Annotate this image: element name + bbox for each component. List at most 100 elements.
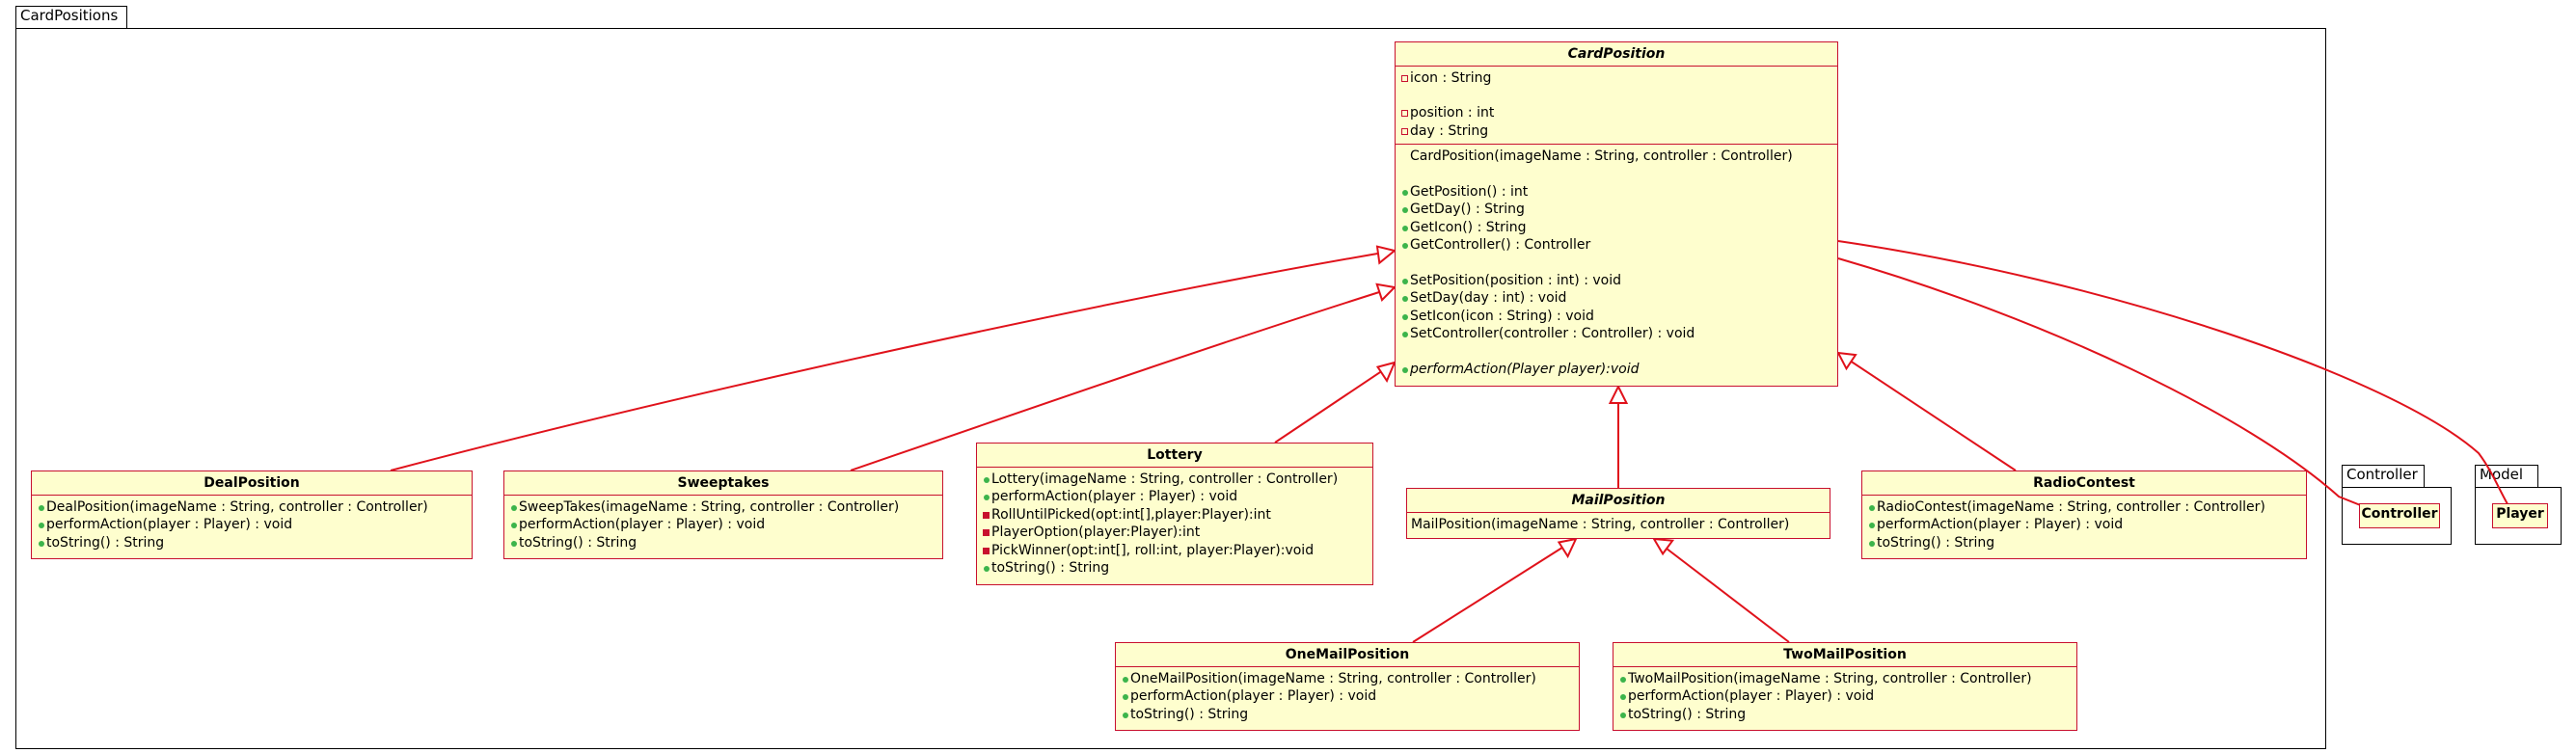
method-row: SetIcon(icon : String) : void — [1399, 308, 1833, 326]
public-method-icon — [510, 540, 517, 547]
class-sweeptakes[interactable]: Sweeptakes SweepTakes(imageName : String… — [503, 471, 943, 559]
method-text: GetController() : Controller — [1410, 237, 1591, 253]
public-method-icon — [1868, 504, 1875, 511]
method-text: toString() : String — [1628, 706, 1747, 722]
method-row: SetDay(day : int) : void — [1399, 289, 1833, 308]
method-row: toString() : String — [1617, 706, 2073, 724]
private-method-icon — [983, 511, 990, 519]
public-method-icon — [38, 523, 44, 528]
method-text: SetPosition(position : int) : void — [1410, 272, 1621, 288]
generalization-arrowhead-radiocontest — [1836, 351, 1857, 371]
method-row: performAction(player : Player) : void — [1120, 687, 1575, 706]
method-row: performAction(player : Player) : void — [981, 488, 1369, 506]
method-text: PlayerOption(player:Player):int — [991, 524, 1201, 540]
methods-twomailposition: TwoMailPosition(imageName : String, cont… — [1613, 667, 2076, 728]
public-method-icon — [1619, 676, 1626, 683]
edge-dealposition-cardposition — [390, 250, 1396, 471]
public-method-icon — [510, 523, 517, 528]
class-player[interactable]: Player — [2492, 503, 2548, 528]
private-method-icon — [983, 529, 990, 536]
class-onemailposition[interactable]: OneMailPosition OneMailPosition(imageNam… — [1115, 642, 1580, 731]
public-method-icon — [1122, 694, 1128, 700]
class-twomailposition[interactable]: TwoMailPosition TwoMailPosition(imageNam… — [1613, 642, 2077, 731]
method-row: GetIcon() : String — [1399, 219, 1833, 237]
field-text: icon : String — [1410, 69, 1492, 86]
method-text: toString() : String — [1130, 706, 1249, 722]
method-row: performAction(player : Player) : void — [1617, 687, 2073, 706]
method-row: GetController() : Controller — [1399, 236, 1833, 255]
methods-mailposition: MailPosition(imageName : String, control… — [1407, 513, 1830, 538]
method-text: performAction(player : Player) : void — [519, 517, 766, 532]
method-text: GetDay() : String — [1410, 202, 1525, 217]
class-cardposition[interactable]: CardPosition icon : String position : in… — [1395, 41, 1838, 387]
public-method-icon — [983, 476, 990, 483]
method-row: MailPosition(imageName : String, control… — [1411, 516, 1826, 534]
method-row: SetPosition(position : int) : void — [1399, 272, 1833, 290]
public-method-icon — [1401, 225, 1408, 231]
class-radiocontest[interactable]: RadioContest RadioContest(imageName : St… — [1861, 471, 2307, 559]
edge-cardposition-controller — [1837, 257, 2388, 517]
field-row: day : String — [1399, 122, 1833, 141]
methods-sweeptakes: SweepTakes(imageName : String, controlle… — [504, 496, 942, 556]
public-method-icon — [1868, 540, 1875, 547]
constructor-text: CardPosition(imageName : String, control… — [1410, 148, 1793, 164]
class-controller[interactable]: Controller — [2359, 503, 2440, 528]
method-row: performAction(Player player):void — [1399, 361, 1833, 379]
method-text: SetIcon(icon : String) : void — [1410, 308, 1594, 324]
public-method-icon — [1619, 694, 1626, 700]
class-name-cardposition: CardPosition — [1396, 42, 1837, 67]
abstract-method-text: performAction(Player player):void — [1410, 361, 1640, 377]
method-text: performAction(player : Player) : void — [1130, 688, 1377, 704]
method-row: PlayerOption(player:Player):int — [981, 524, 1369, 542]
method-text: Lottery(imageName : String, controller :… — [991, 471, 1339, 487]
class-name-twomailposition: TwoMailPosition — [1613, 643, 2076, 667]
package-label-cardpositions: CardPositions — [20, 7, 119, 24]
generalization-arrowhead-twomailposition — [1652, 537, 1675, 556]
method-text: PickWinner(opt:int[], roll:int, player:P… — [991, 542, 1315, 558]
method-row: toString() : String — [508, 534, 938, 552]
public-method-icon — [1401, 278, 1408, 284]
class-name-onemailposition: OneMailPosition — [1116, 643, 1579, 667]
method-text: RollUntilPicked(opt:int[],player:Player)… — [991, 506, 1271, 523]
public-method-icon — [510, 504, 517, 511]
method-row: PickWinner(opt:int[], roll:int, player:P… — [981, 542, 1369, 560]
method-row: GetPosition() : int — [1399, 183, 1833, 202]
generalization-arrowhead-onemailposition — [1557, 537, 1578, 559]
package-controller — [2342, 487, 2452, 545]
public-method-icon — [1401, 313, 1408, 320]
method-row: toString() : String — [1866, 534, 2302, 552]
edge-radiocontest-cardposition — [1837, 352, 2017, 471]
class-name-sweeptakes: Sweeptakes — [504, 471, 942, 496]
constructor-text: MailPosition(imageName : String, control… — [1411, 516, 1790, 532]
package-tab-cardpositions: CardPositions — [15, 6, 127, 29]
method-text: RadioContest(imageName : String, control… — [1877, 498, 2265, 515]
class-name-radiocontest: RadioContest — [1862, 471, 2306, 496]
class-mailposition[interactable]: MailPosition MailPosition(imageName : St… — [1406, 488, 1830, 539]
method-row: Lottery(imageName : String, controller :… — [981, 471, 1369, 489]
private-method-icon — [983, 547, 990, 554]
package-cardpositions — [15, 28, 2326, 749]
fields-cardposition: icon : String position : int day : Strin… — [1396, 67, 1837, 145]
class-name-lottery: Lottery — [977, 444, 1372, 468]
public-method-icon — [1122, 712, 1128, 718]
public-method-icon — [1619, 712, 1626, 718]
methods-lottery: Lottery(imageName : String, controller :… — [977, 468, 1372, 581]
method-row: toString() : String — [36, 534, 468, 552]
public-method-icon — [1401, 366, 1408, 373]
methods-onemailposition: OneMailPosition(imageName : String, cont… — [1116, 667, 1579, 728]
public-method-icon — [1401, 243, 1408, 249]
method-text: toString() : String — [46, 534, 165, 551]
field-text: day : String — [1410, 122, 1489, 139]
class-lottery[interactable]: Lottery Lottery(imageName : String, cont… — [976, 443, 1373, 585]
field-row: position : int — [1399, 104, 1833, 122]
public-method-icon — [1401, 296, 1408, 302]
method-text: performAction(player : Player) : void — [1877, 517, 2124, 532]
public-method-icon — [1401, 332, 1408, 337]
generalization-arrowhead-dealposition — [1375, 245, 1397, 265]
methods-radiocontest: RadioContest(imageName : String, control… — [1862, 496, 2306, 556]
public-method-icon — [38, 504, 44, 511]
class-name-player: Player — [2496, 506, 2544, 522]
class-dealposition[interactable]: DealPosition DealPosition(imageName : St… — [31, 471, 473, 559]
class-name-controller: Controller — [2361, 506, 2438, 522]
method-row: performAction(player : Player) : void — [1866, 516, 2302, 534]
